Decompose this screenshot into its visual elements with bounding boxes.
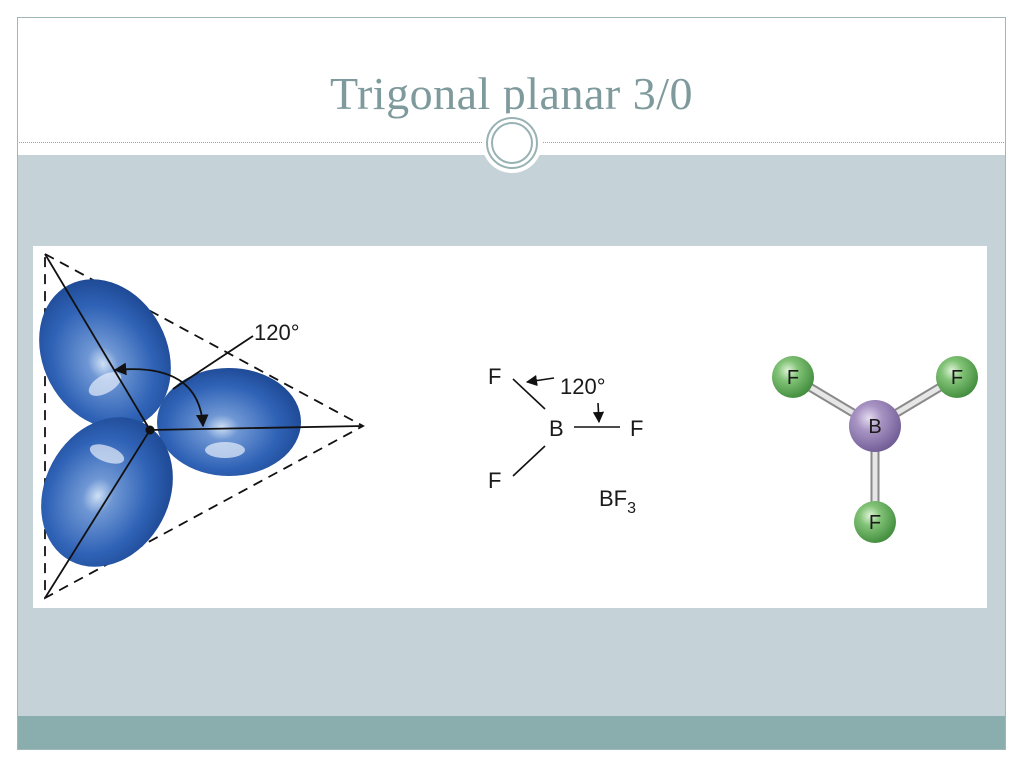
ball-and-stick-model: F F F B (772, 356, 978, 543)
boron-atom (849, 400, 901, 452)
formula-subscript: 3 (627, 500, 636, 517)
ball-boron-label: B (868, 416, 881, 438)
fluorine-atom-upper-left (772, 356, 814, 398)
ball-fluorine-label-upper-left: F (787, 367, 799, 389)
formula-main: BF (599, 486, 627, 511)
divider-ornament-inner-ring (491, 122, 533, 164)
angle-leader-line (172, 335, 254, 390)
axis-lower (44, 429, 151, 599)
angle-arc (113, 362, 209, 428)
orbital-lobe-lower (41, 417, 173, 567)
ball-fluorine-label-upper-right: F (951, 367, 963, 389)
figure-panel: 120° F B F F 120° BF3 (33, 246, 987, 608)
fluorine-label-upper: F (488, 364, 501, 389)
slide-title: Trigonal planar 3/0 (330, 68, 693, 119)
axis-right (149, 425, 364, 431)
structural-angle-label: 120° (560, 374, 606, 399)
fluorine-atom-upper-right (936, 356, 978, 398)
fluorine-label-lower: F (488, 468, 501, 493)
orbital-highlight-right (205, 442, 245, 458)
orbital-highlight-lower (89, 444, 125, 464)
orbital-model: 120° (39, 252, 365, 600)
footer-bar (18, 716, 1005, 749)
fluorine-label-right: F (630, 416, 643, 441)
figure-illustration: 120° F B F F 120° BF3 (39, 252, 978, 600)
ball-fluorine-label-lower: F (869, 512, 881, 534)
structural-formula: F B F F 120° BF3 (488, 364, 643, 517)
nucleus-dot (145, 425, 155, 435)
orbital-lobe-right (157, 368, 301, 476)
bond-line-upper (512, 378, 546, 410)
bond-line-lower (512, 445, 546, 477)
orbital-highlight-upper (88, 372, 122, 396)
molecular-formula: BF3 (599, 486, 636, 517)
angle-arrow-left (525, 374, 555, 387)
title-area: Trigonal planar 3/0 (17, 17, 1006, 143)
boron-label: B (549, 416, 564, 441)
fluorine-atom-lower (854, 501, 896, 543)
angle-arrow-down (592, 402, 605, 424)
orbital-angle-label: 120° (254, 320, 300, 345)
